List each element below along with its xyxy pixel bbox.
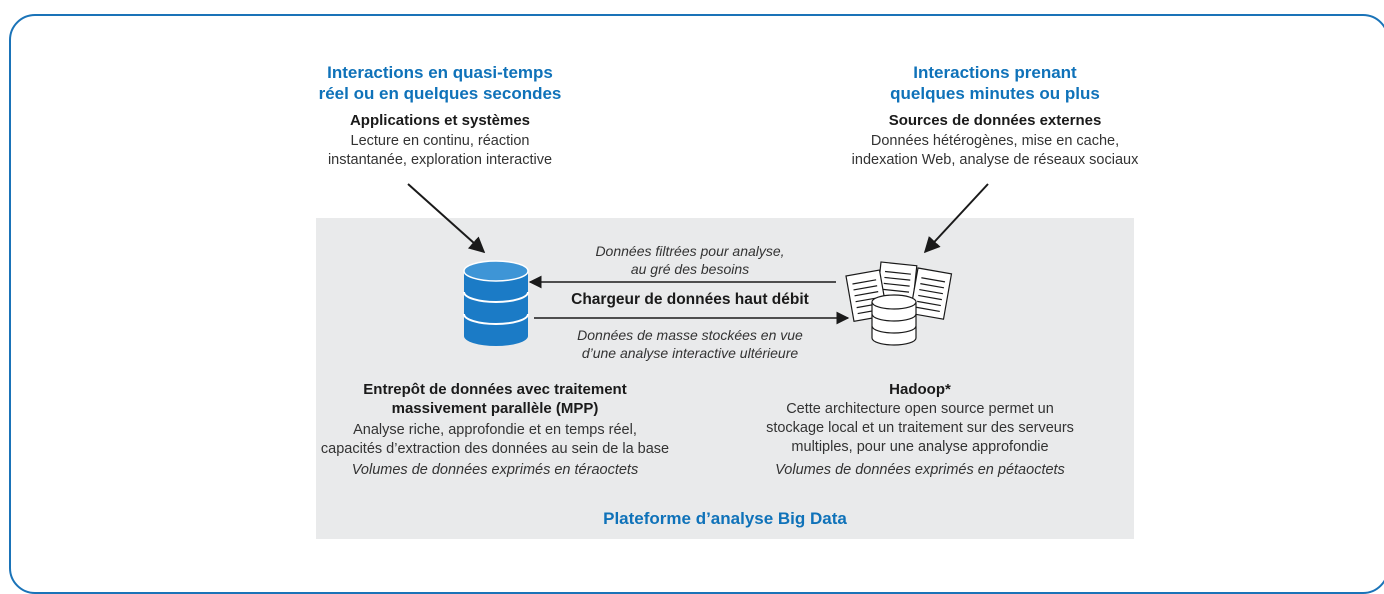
hadoop-volume: Volumes de données exprimés en pétaoctet…	[775, 462, 1065, 478]
bulk-data-line2: d’une analyse interactive ultérieure	[581, 345, 799, 361]
diagram-graphics	[407, 183, 989, 346]
right-top-title: Interactions prenant quelques minutes ou…	[815, 62, 1175, 104]
filtered-data-line1: Données filtrées pour analyse,	[595, 243, 785, 259]
right-top-description: Données hétérogènes, mise en cache, inde…	[815, 132, 1175, 170]
right-top-desc-line2: indexation Web, analyse de réseaux socia…	[851, 152, 1139, 168]
filtered-data-label: Données filtrées pour analyse, au gré de…	[540, 242, 840, 278]
mpp-description: Analyse riche, approfondie et en temps r…	[300, 421, 690, 459]
arrow-to-hadoop	[923, 183, 989, 254]
right-top-desc-line1: Données hétérogènes, mise en cache,	[870, 133, 1120, 149]
left-top-title-line1: Interactions en quasi-temps	[327, 63, 553, 82]
left-top-desc-line2: instantanée, exploration interactive	[327, 152, 553, 168]
hadoop-description: Cette architecture open source permet un…	[735, 400, 1105, 457]
hadoop-desc-line1: Cette architecture open source permet un	[786, 401, 1054, 417]
bulk-data-label: Données de masse stockées en vue d’une a…	[540, 326, 840, 362]
right-top-subtitle: Sources de données externes	[888, 112, 1102, 129]
mpp-title: Entrepôt de données avec traitement mass…	[310, 380, 680, 418]
mpp-volume: Volumes de données exprimés en téraoctet…	[351, 462, 639, 478]
mpp-title-line2: massivement parallèle (MPP)	[391, 400, 599, 417]
mpp-desc-line2: capacités d’extraction des données au se…	[320, 441, 670, 457]
platform-label: Plateforme d’analyse Big Data	[603, 509, 847, 528]
hadoop-title: Hadoop*	[889, 381, 951, 398]
left-top-subtitle: Applications et systèmes	[349, 112, 531, 129]
right-top-title-line1: Interactions prenant	[913, 63, 1077, 82]
left-top-description: Lecture en continu, réaction instantanée…	[260, 132, 620, 170]
high-speed-loader-label: Chargeur de données haut débit	[571, 291, 809, 308]
right-top-title-line2: quelques minutes ou plus	[890, 84, 1100, 103]
left-top-desc-line1: Lecture en continu, réaction	[350, 133, 530, 149]
arrow-to-mpp	[407, 183, 486, 254]
database-icon	[463, 260, 529, 346]
bulk-data-line1: Données de masse stockées en vue	[577, 327, 803, 343]
filtered-data-line2: au gré des besoins	[630, 261, 750, 277]
mpp-title-line1: Entrepôt de données avec traitement	[363, 381, 627, 398]
left-top-title: Interactions en quasi-temps réel ou en q…	[260, 62, 620, 104]
documents-database-icon	[845, 261, 953, 346]
left-top-title-line2: réel ou en quelques secondes	[318, 84, 562, 103]
big-data-platform-panel	[316, 218, 1134, 539]
hadoop-desc-line2: stockage local et un traitement sur des …	[766, 420, 1074, 436]
hadoop-desc-line3: multiples, pour une analyse approfondie	[791, 439, 1049, 455]
mpp-desc-line1: Analyse riche, approfondie et en temps r…	[353, 422, 637, 438]
